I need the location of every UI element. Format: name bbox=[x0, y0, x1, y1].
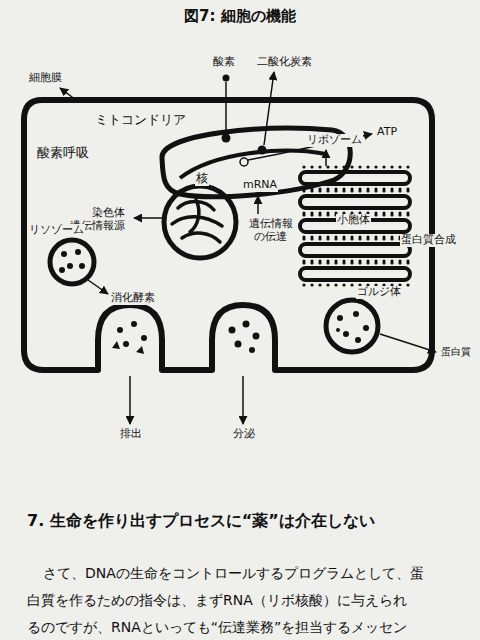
part-label: 二酸化炭素 bbox=[256, 56, 313, 69]
process-label: 分泌 bbox=[232, 428, 256, 441]
cell-membrane bbox=[24, 100, 432, 370]
lysosome bbox=[50, 240, 94, 284]
part-label: 酸素 bbox=[212, 56, 236, 69]
part-label: 小胞体 bbox=[336, 214, 371, 227]
process-label: 遺伝情報 の伝達 bbox=[246, 218, 295, 243]
part-label: リソゾーム bbox=[28, 224, 85, 237]
part-label: ATP bbox=[376, 126, 398, 139]
body-text: さて、DNAの生命をコントロールするプログラムとして、蛋 bbox=[42, 565, 425, 581]
part-label: ミトコンドリア bbox=[94, 113, 187, 128]
part-label: リボゾーム bbox=[306, 134, 363, 147]
figure-title: 図7: 細胞の機能 bbox=[183, 8, 297, 25]
nucleus bbox=[164, 186, 236, 258]
part-label: 核 bbox=[195, 172, 209, 186]
process-label: 酸素呼吸 bbox=[36, 146, 90, 161]
body-text: 白質を作るための指令は、まずRNA（リボ核酸）に与えられ bbox=[26, 592, 408, 608]
part-label: ゴルジ体 bbox=[356, 286, 402, 299]
part-label: 細胞膜 bbox=[28, 72, 63, 85]
endoplasmic-reticulum bbox=[300, 172, 410, 280]
ribosome-dots bbox=[302, 165, 409, 286]
part-label: mRNA bbox=[242, 179, 278, 192]
process-label: 排出 bbox=[119, 428, 143, 441]
body-text: るのですが、RNAといっても“伝達業務”を担当するメッセン bbox=[26, 619, 408, 635]
process-label: 蛋白質合成 bbox=[400, 234, 457, 247]
part-label: 蛋白質 bbox=[440, 346, 472, 358]
golgi-body bbox=[326, 300, 378, 352]
section-heading: 7. 生命を作り出すプロセスに“薬”は介在しない bbox=[26, 512, 376, 530]
part-label: 消化酵素 bbox=[110, 292, 156, 305]
